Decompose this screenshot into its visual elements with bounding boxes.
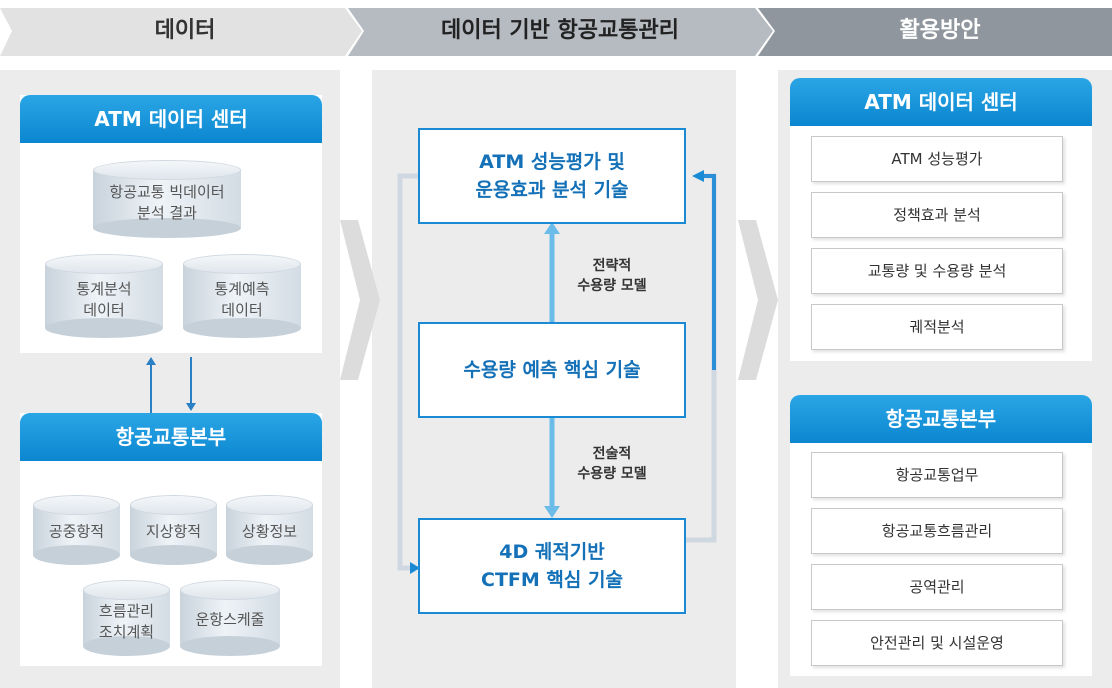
- label-line: 수용량 모델: [577, 466, 647, 482]
- center-box-line: 4D 궤적기반: [499, 541, 605, 563]
- cylinder-label: 공중항적: [48, 522, 105, 541]
- loop-arrow-right-icon: [692, 170, 704, 182]
- cylinder-label: 통계분석: [76, 280, 132, 299]
- cylinder-label: 지상항적: [145, 522, 202, 541]
- center-box-performance: ATM 성능평가 및 운용효과 분석 기술: [418, 128, 686, 224]
- center-connectors: [397, 170, 717, 574]
- usage-item: 정책효과 분석: [811, 192, 1063, 238]
- arrow-down-icon: [544, 506, 560, 518]
- usage-item: 궤적분석: [811, 304, 1063, 350]
- center-box-line: 운용효과 분석 기술: [475, 179, 629, 201]
- flow-arrow-right-icon: [738, 220, 778, 380]
- usage-item: 공역관리: [811, 564, 1063, 610]
- header-chevron-usage: [758, 8, 1112, 56]
- label-tactical-model: 전술적 수용량 모델: [552, 444, 672, 484]
- cylinder-flight-schedule: 운항스케줄: [180, 580, 280, 656]
- flow-arrow-left-icon: [340, 220, 380, 380]
- cylinder-label: 분석 결과: [137, 204, 197, 223]
- cylinder-label: 운항스케줄: [195, 610, 265, 629]
- loop-line-right: [686, 173, 717, 543]
- cylinder-label: 조치계획: [98, 623, 155, 642]
- loop-arrow-left-icon: [410, 562, 420, 574]
- header-title-usage: 활용방안: [899, 18, 981, 43]
- center-box-capacity: 수용량 예측 핵심 기술: [418, 322, 686, 418]
- right-atm-title: ATM 데이터 센터: [790, 78, 1092, 126]
- usage-item: 항공교통업무: [811, 452, 1063, 498]
- label-line: 전술적: [592, 446, 632, 462]
- usage-item: ATM 성능평가: [811, 136, 1063, 182]
- cylinder-label: 항공교통 빅데이터: [109, 183, 225, 202]
- usage-item: 안전관리 및 시설운영: [811, 620, 1063, 666]
- center-box-ctfm: 4D 궤적기반 CTFM 핵심 기술: [418, 518, 686, 614]
- center-box-line: CTFM 핵심 기술: [481, 569, 623, 591]
- label-strategic-model: 전략적 수용량 모델: [552, 256, 672, 296]
- header-title-data: 데이터: [154, 18, 216, 43]
- cylinder-label: 데이터: [221, 301, 263, 320]
- left-atm-title: ATM 데이터 센터: [20, 95, 322, 143]
- sync-arrows-icon: [146, 357, 196, 413]
- left-hq-title: 항공교통본부: [20, 413, 322, 461]
- cylinder-air-track: 공중항적: [33, 495, 120, 565]
- usage-item: 교통량 및 수용량 분석: [811, 248, 1063, 294]
- header-chevrons: [0, 8, 1112, 56]
- cylinder-label: 데이터: [83, 301, 125, 320]
- center-box-line: ATM 성능평가 및: [479, 151, 625, 173]
- header-chevron-data: [0, 8, 362, 56]
- usage-item: 항공교통흐름관리: [811, 508, 1063, 554]
- header-title-atm: 데이터 기반 항공교통관리: [441, 18, 679, 43]
- loop-line-left: [397, 173, 418, 571]
- label-line: 전략적: [592, 258, 632, 274]
- right-hq-title: 항공교통본부: [790, 395, 1092, 443]
- cylinder-label: 상황정보: [241, 522, 298, 541]
- cylinder-situation-info: 상황정보: [226, 495, 313, 565]
- arrow-up-icon: [544, 222, 560, 234]
- header-chevron-atm: [348, 8, 773, 56]
- cylinder-label: 통계예측: [214, 280, 270, 299]
- label-line: 수용량 모델: [577, 278, 647, 294]
- cylinder-label: 흐름관리: [98, 602, 155, 621]
- center-box-line: 수용량 예측 핵심 기술: [463, 359, 641, 381]
- cylinder-ground-track: 지상항적: [130, 495, 217, 565]
